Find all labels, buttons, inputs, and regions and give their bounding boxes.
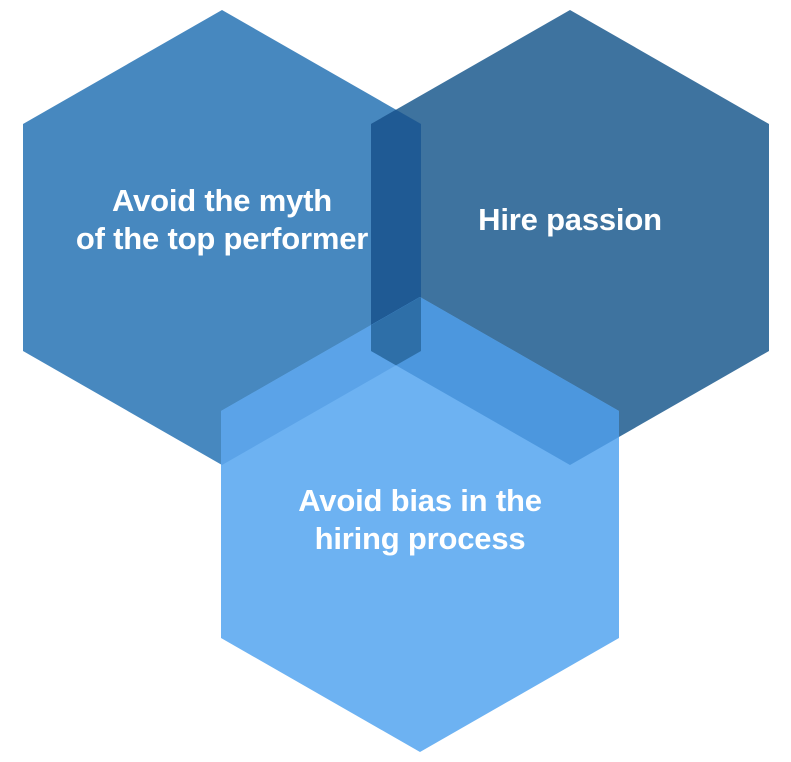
overlap-right-bottom <box>371 297 619 465</box>
hexagon-avoid-myth-shape <box>23 10 421 465</box>
